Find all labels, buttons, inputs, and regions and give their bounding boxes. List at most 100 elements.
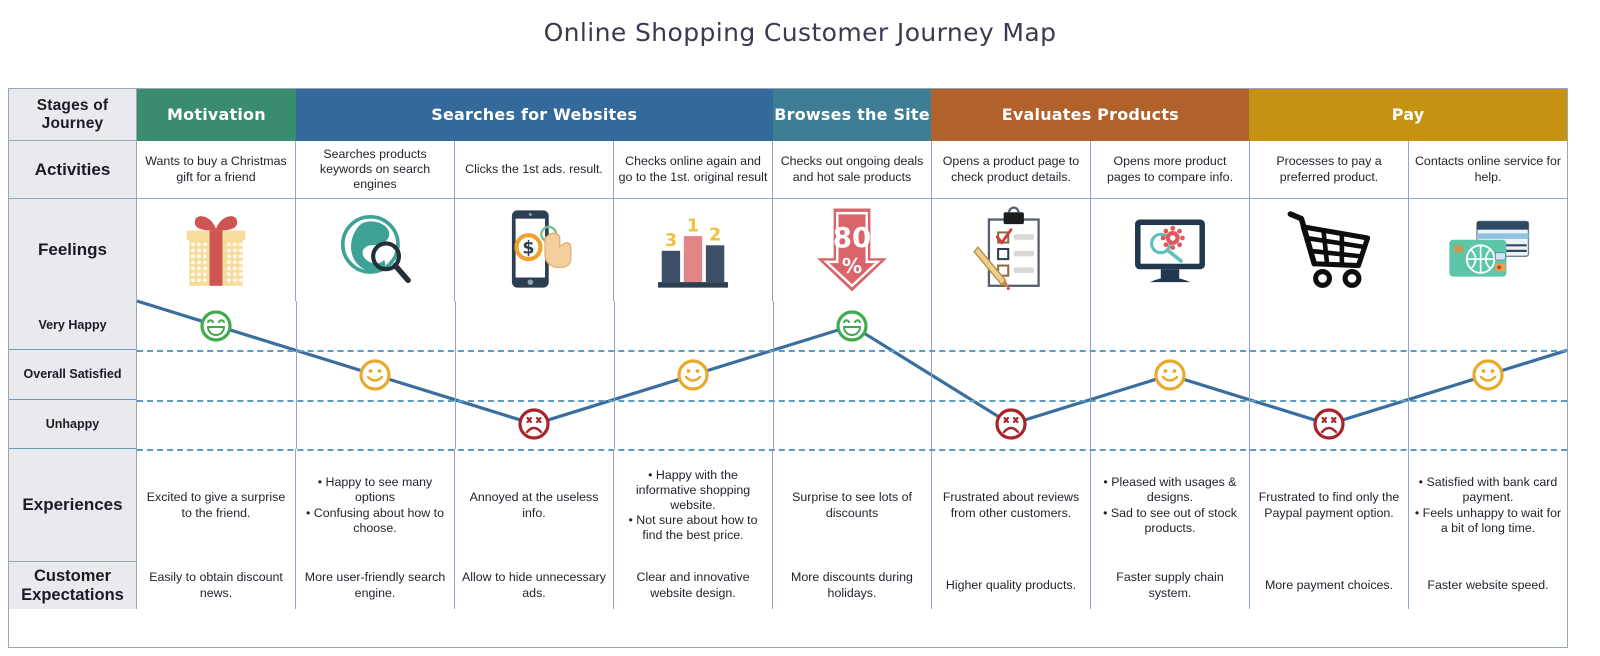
stage-header-label: Browses the Site [774,105,930,125]
expectation-cell: Easily to obtain discount news. [137,562,296,609]
expectation-cell: More discounts during holidays. [773,562,932,609]
stage-header-label: Evaluates Products [1001,105,1179,125]
activity-cell: Checks online again and go to the 1st. o… [614,141,773,198]
chart-column-divider [1249,301,1251,449]
stage-header-label: Searches for Websites [431,105,638,125]
chart-column-divider [931,301,933,449]
globe-magnifier-icon [329,203,421,295]
chart-column-divider [772,301,774,449]
activity-text: Checks out ongoing deals and hot sale pr… [780,154,924,184]
stage-header-searches-for-websites[interactable]: Searches for Websites [295,89,773,141]
row-label-experiences: Experiences [9,449,137,562]
row-label-activities: Activities [9,141,137,198]
emotion-marker-satisfied[interactable] [676,358,710,392]
emotion-marker-unhappy[interactable] [994,407,1028,441]
stage-header-motivation[interactable]: Motivation [137,89,296,141]
activities-row: Activities Wants to buy a Christmas gift… [9,141,1567,199]
expectation-cell: Allow to hide unnecessary ads. [455,562,614,609]
activity-cell: Processes to pay a preferred product. [1250,141,1409,198]
activity-cell: Opens a product page to check product de… [932,141,1091,198]
experience-bullet: Happy to see many options [301,475,449,505]
row-label-stages-line1: Stages of [36,97,109,115]
experience-bullet: Sad to see out of stock products. [1096,506,1244,536]
experience-bullet-list: Pleased with usages & designs.Sad to see… [1096,475,1244,536]
feeling-icon-cell [296,199,455,301]
experience-cell: Pleased with usages & designs.Sad to see… [1091,449,1250,562]
experience-cell: Satisfied with bank card payment.Feels u… [1409,449,1567,562]
mobile-payment-tap-icon: $ [488,203,580,295]
expectation-text: More user-friendly search engine. [304,570,446,600]
feeling-icon-cell [1250,199,1409,301]
experience-bullet-list: Happy to see many optionsConfusing about… [301,475,449,536]
emotion-marker-unhappy[interactable] [1312,407,1346,441]
chart-band-line [137,399,1567,402]
stage-header-label: Pay [1391,105,1425,125]
svg-text:1: 1 [687,217,699,237]
activity-cell: Searches products keywords on search eng… [296,141,455,198]
emotion-marker-satisfied[interactable] [1471,358,1505,392]
chart-column-divider [1408,301,1410,449]
emotion-level-label-unhappy: Unhappy [9,400,136,449]
activity-text: Clicks the 1st ads. result. [465,161,603,176]
activity-text: Processes to pay a preferred product. [1276,154,1382,184]
experience-bullet: Satisfied with bank card payment. [1414,475,1562,505]
emotion-marker-satisfied[interactable] [358,358,392,392]
experience-bullet: Pleased with usages & designs. [1096,475,1244,505]
feeling-icon-cell: $ [455,199,614,301]
expectation-cells: Easily to obtain discount news. More user… [137,562,1567,609]
row-label-expectations: Customer Expectations [9,562,137,609]
experience-bullet: Confusing about how to choose. [301,506,449,536]
expectation-text: More payment choices. [1264,577,1394,592]
chart-band-line [137,350,1567,353]
row-label-expectations-line2: Expectations [21,585,124,604]
expectation-text: Higher quality products. [945,577,1077,592]
experience-cell: Happy with the informative shopping webs… [614,449,773,562]
expectation-cell: Faster supply chain system. [1091,562,1250,609]
feeling-icon-cell [932,199,1091,301]
experience-bullet-list: Satisfied with bank card payment.Feels u… [1414,475,1562,536]
activity-text: Opens more product pages to compare info… [1106,154,1234,184]
expectation-text: Easily to obtain discount news. [149,570,283,600]
row-label-stages-line2: Journey [41,114,104,132]
stage-header-label: Motivation [167,105,266,125]
svg-text:%: % [842,254,862,278]
stage-header-browses-the-site[interactable]: Browses the Site [772,89,932,141]
activity-cell: Opens more product pages to compare info… [1091,141,1250,198]
expectation-text: More discounts during holidays. [791,570,913,600]
experience-bullet: Happy with the informative shopping webs… [619,468,767,513]
activity-text: Checks online again and go to the 1st. o… [618,154,768,184]
experience-text: Frustrated about reviews from other cust… [942,490,1080,520]
svg-text:3: 3 [665,231,677,251]
experience-bullet-list: Happy with the informative shopping webs… [619,468,767,544]
svg-text:2: 2 [709,226,721,246]
experience-cell: Frustrated to find only the Paypal payme… [1250,449,1409,562]
expectations-row: Customer Expectations Easily to obtain d… [9,562,1567,609]
checklist-clipboard-icon [965,203,1057,295]
chart-column-divider [295,301,297,449]
emotion-marker-very-happy[interactable] [835,309,869,343]
chart-column-divider [613,301,615,449]
emotion-marker-satisfied[interactable] [1153,358,1187,392]
expectation-text: Faster supply chain system. [1116,570,1224,600]
experience-bullet: Not sure about how to find the best pric… [619,513,767,543]
emotion-marker-unhappy[interactable] [517,407,551,441]
expectation-text: Allow to hide unnecessary ads. [462,570,606,600]
experience-text: Surprise to see lots of discounts [792,490,912,520]
stage-header-evaluates-products[interactable]: Evaluates Products [931,89,1250,141]
expectation-cell: Higher quality products. [932,562,1091,609]
activity-text: Opens a product page to check product de… [942,154,1080,184]
stage-header-pay[interactable]: Pay [1249,89,1568,141]
expectation-cell: Clear and innovative website design. [614,562,773,609]
emotion-marker-very-happy[interactable] [199,309,233,343]
experience-cell: Happy to see many optionsConfusing about… [296,449,455,562]
stages-row: Stages of Journey Motivation Searches for… [9,89,1568,141]
row-label-stages: Stages of Journey [9,89,137,141]
stage-headers: Motivation Searches for Websites Browses t… [137,89,1568,141]
expectation-cell: Faster website speed. [1409,562,1567,609]
emotion-level-label-very-happy: Very Happy [9,301,136,351]
monitor-search-icon [1124,203,1216,295]
row-label-expectations-line1: Customer [33,567,111,586]
